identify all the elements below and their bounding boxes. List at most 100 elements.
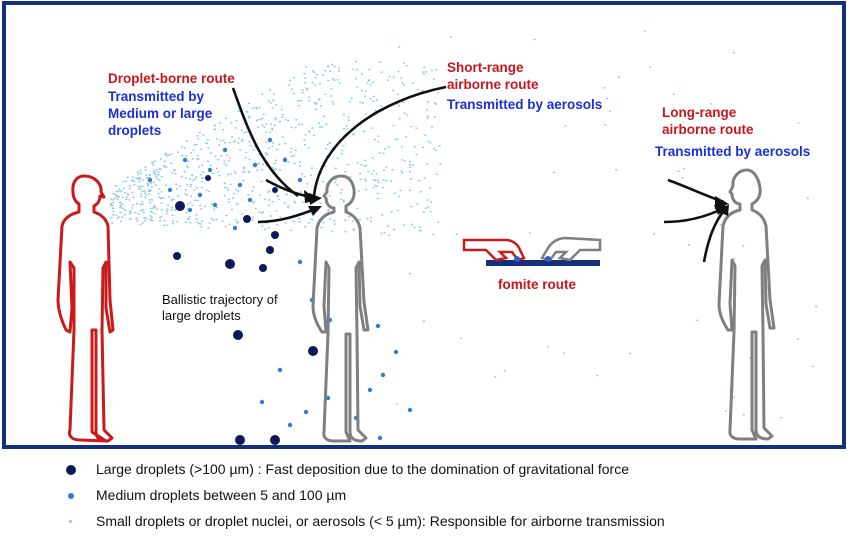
aerosol-particle bbox=[395, 403, 398, 405]
aerosol-particle bbox=[324, 165, 326, 167]
aerosol-particle bbox=[112, 214, 115, 216]
aerosol-particle bbox=[149, 207, 152, 210]
aerosol-particle bbox=[228, 157, 231, 159]
aerosol-particle bbox=[301, 173, 304, 175]
aerosol-particle bbox=[427, 206, 430, 208]
aerosol-particle bbox=[422, 320, 425, 322]
aerosol-particle bbox=[176, 188, 178, 190]
legend-medium-text: Medium droplets between 5 and 100 µm bbox=[96, 487, 347, 503]
aerosol-particle bbox=[132, 196, 135, 199]
aerosol-particle bbox=[365, 188, 368, 191]
aerosol-particle bbox=[268, 199, 271, 201]
aerosol-particle bbox=[449, 36, 452, 38]
aerosol-particle bbox=[409, 170, 412, 173]
aerosol-particle bbox=[338, 70, 341, 72]
aerosol-particle bbox=[223, 182, 226, 185]
aerosol-particle bbox=[367, 171, 370, 173]
aerosol-particle bbox=[370, 173, 373, 175]
short-range-title2: airborne route bbox=[447, 77, 539, 92]
aerosol-particle bbox=[201, 187, 204, 189]
aerosol-particle bbox=[163, 220, 166, 222]
aerosol-particle bbox=[245, 131, 248, 133]
aerosol-particle bbox=[199, 204, 202, 207]
aerosol-particle bbox=[424, 207, 427, 209]
aerosol-particle bbox=[128, 199, 131, 201]
aerosol-particle bbox=[139, 203, 142, 206]
aerosol-particle bbox=[347, 116, 350, 118]
aerosol-particle bbox=[169, 162, 172, 165]
aerosol-particle bbox=[213, 124, 216, 127]
aerosol-particle bbox=[202, 171, 204, 173]
aerosol-particle bbox=[350, 97, 353, 100]
aerosol-particle bbox=[235, 189, 238, 191]
aerosol-particle bbox=[699, 147, 702, 149]
aerosol-particle bbox=[394, 138, 397, 141]
aerosol-particle bbox=[189, 178, 192, 180]
aerosol-particle bbox=[279, 169, 281, 171]
aerosol-particle bbox=[733, 258, 735, 260]
aerosol-particle bbox=[271, 145, 274, 147]
aerosol-particle bbox=[144, 196, 147, 199]
aerosol-particle bbox=[218, 144, 221, 146]
aerosol-particle bbox=[207, 227, 210, 229]
long-range-title2: airborne route bbox=[662, 122, 754, 137]
aerosol-particle bbox=[415, 153, 418, 156]
aerosol-particle bbox=[237, 110, 240, 112]
aerosol-particle bbox=[247, 170, 250, 173]
aerosol-particle bbox=[356, 162, 359, 164]
aerosol-particle bbox=[410, 125, 413, 128]
ballistic-label1: Ballistic trajectory of bbox=[162, 292, 278, 307]
aerosol-particle bbox=[255, 119, 258, 122]
aerosol-particle bbox=[128, 218, 131, 220]
aerosol-particle bbox=[183, 171, 186, 173]
aerosol-particle bbox=[149, 174, 152, 176]
aerosol-particle bbox=[418, 226, 421, 229]
aerosol-particle bbox=[269, 102, 272, 104]
aerosol-particle bbox=[191, 204, 194, 206]
aerosol-particle bbox=[161, 197, 164, 199]
aerosol-particle bbox=[154, 160, 157, 162]
aerosol-particle bbox=[200, 208, 203, 210]
aerosol-particle bbox=[195, 144, 198, 146]
fomite-illustration bbox=[462, 236, 602, 266]
aerosol-particle bbox=[303, 175, 306, 178]
aerosol-particle bbox=[183, 147, 186, 149]
large-droplet bbox=[175, 201, 185, 211]
aerosol-particle bbox=[423, 177, 426, 179]
aerosol-particle bbox=[159, 219, 162, 222]
large-droplet bbox=[235, 435, 245, 445]
aerosol-particle bbox=[158, 179, 161, 181]
aerosol-particle bbox=[688, 244, 690, 246]
aerosol-particle bbox=[184, 177, 187, 179]
aerosol-particle bbox=[158, 188, 161, 190]
large-droplet bbox=[271, 231, 279, 239]
aerosol-particle bbox=[223, 195, 226, 197]
aerosol-particle bbox=[195, 218, 198, 220]
aerosol-particle bbox=[196, 158, 199, 161]
aerosol-particle bbox=[229, 183, 232, 186]
aerosol-particle bbox=[143, 217, 146, 219]
aerosol-particle bbox=[278, 143, 281, 146]
aerosol-particle bbox=[391, 169, 394, 171]
aerosol-particle bbox=[166, 210, 169, 212]
aerosol-particle bbox=[413, 226, 416, 229]
aerosol-particle bbox=[677, 170, 680, 172]
medium-droplet bbox=[407, 407, 413, 413]
aerosol-particle bbox=[248, 141, 251, 143]
aerosol-particle bbox=[496, 103, 499, 105]
aerosol-particle bbox=[418, 179, 421, 182]
aerosol-particle bbox=[251, 107, 254, 109]
aerosol-particle bbox=[385, 166, 388, 169]
aerosol-particle bbox=[351, 68, 354, 70]
aerosol-particle bbox=[260, 212, 263, 214]
aerosol-particle bbox=[307, 96, 310, 98]
aerosol-particle bbox=[293, 200, 296, 203]
aerosol-particle bbox=[115, 195, 118, 197]
aerosol-particle bbox=[372, 186, 375, 189]
gray-hand bbox=[540, 236, 602, 262]
aerosol-particle bbox=[128, 187, 131, 190]
aerosol-particle bbox=[297, 105, 300, 107]
aerosol-particle bbox=[409, 166, 412, 168]
aerosol-particle bbox=[409, 272, 411, 275]
aerosol-particle bbox=[154, 173, 157, 176]
